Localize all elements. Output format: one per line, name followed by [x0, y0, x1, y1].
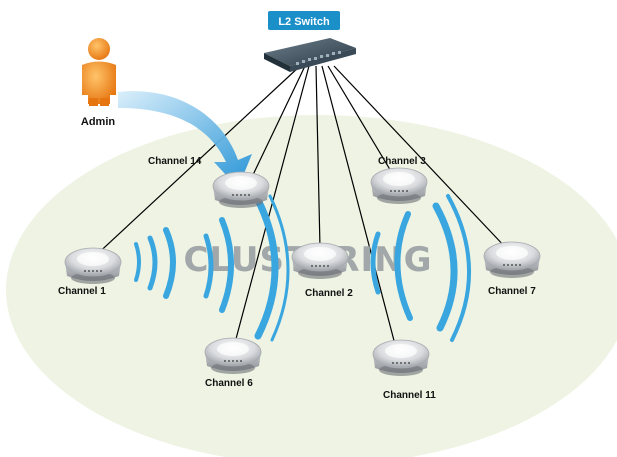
wave-arc — [203, 233, 214, 299]
wave-arc — [147, 235, 158, 291]
signal-waves — [134, 194, 472, 342]
wave-arc — [219, 217, 234, 313]
access-point-channel-2 — [291, 242, 349, 279]
switch-badge — [268, 11, 340, 30]
wave-arc — [163, 227, 176, 299]
ap-label-channel-3: Channel 3 — [378, 156, 426, 167]
ap-label-channel-7: Channel 7 — [488, 286, 536, 297]
link-channel-6 — [232, 65, 310, 351]
ap-label-channel-6: Channel 6 — [205, 378, 253, 389]
link-channel-7 — [333, 65, 509, 251]
wave-arc — [432, 202, 458, 332]
wave-arc — [370, 231, 381, 295]
wave-arc — [446, 194, 472, 342]
link-channel-11 — [321, 65, 398, 353]
access-point-channel-6 — [204, 337, 262, 374]
link-channel-2 — [315, 65, 321, 249]
link-channel-3 — [327, 65, 396, 179]
wave-arc — [394, 211, 413, 321]
ap-label-channel-2: Channel 2 — [305, 288, 353, 299]
access-point-channel-3 — [370, 167, 428, 204]
admin-arrow — [118, 91, 252, 188]
link-channel-1 — [92, 65, 301, 259]
wave-arc — [254, 196, 279, 340]
access-point-channel-11 — [372, 339, 430, 376]
switch-label: L2 Switch — [278, 16, 330, 28]
wave-arc — [134, 242, 141, 282]
connection-lines — [92, 65, 509, 353]
admin-icon — [82, 38, 116, 106]
ap-label-channel-1: Channel 1 — [58, 286, 106, 297]
ap-label-channel-11: Channel 11 — [383, 390, 436, 401]
ap-label-channel-14: Channel 14 — [148, 156, 202, 167]
access-point-channel-1 — [64, 247, 122, 284]
switch-device — [264, 38, 356, 72]
cluster-area — [6, 115, 617, 457]
wave-arc — [268, 194, 290, 342]
access-point-channel-7 — [483, 241, 541, 278]
access-point-channel-14 — [212, 171, 270, 208]
admin-label: Admin — [81, 116, 116, 128]
